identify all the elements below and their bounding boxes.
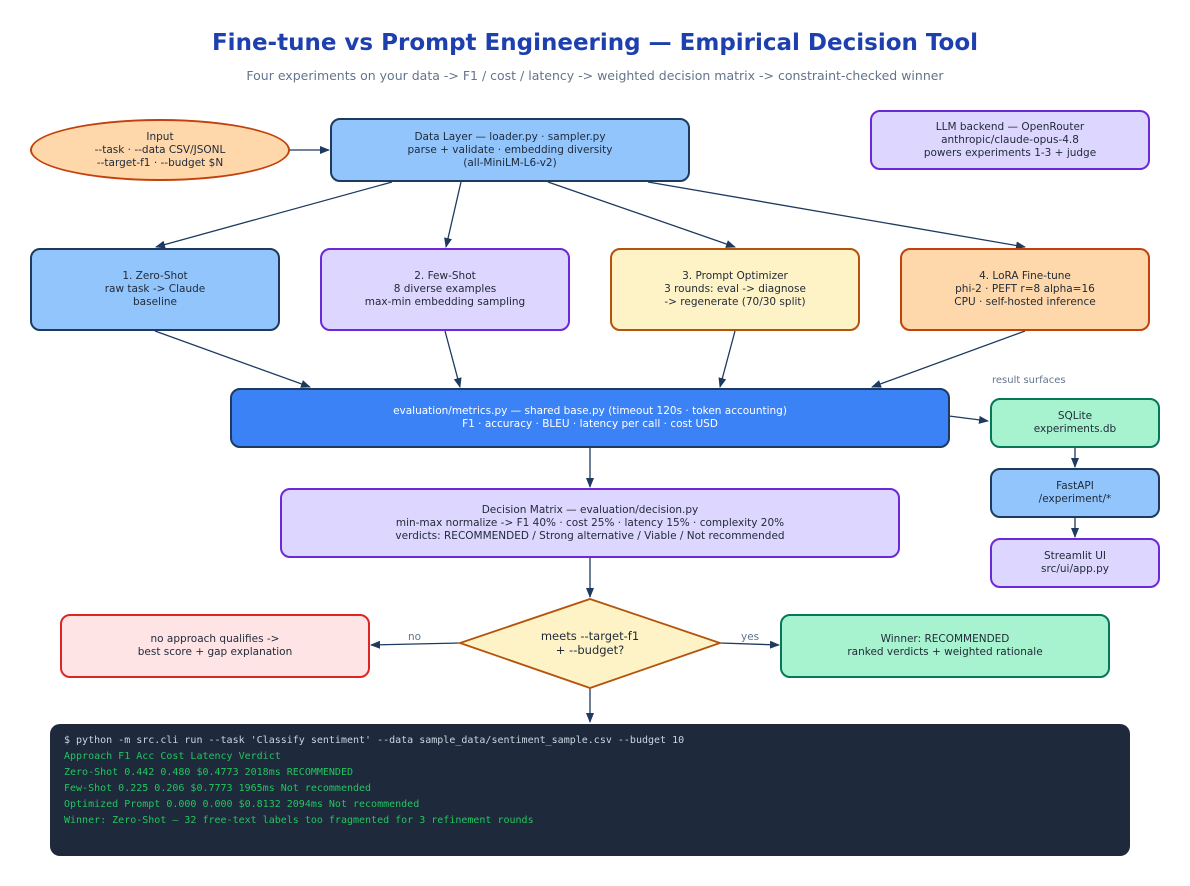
edge-data-to-few-shot	[444, 181, 462, 248]
terminal-line: Zero-Shot 0.442 0.480 $0.4773 2018ms REC…	[64, 767, 353, 778]
data-layer-node: Data Layer — loader.py · sampler.py pars…	[330, 118, 690, 182]
llm-backend-node: LLM backend — OpenRouter anthropic/claud…	[870, 110, 1150, 170]
zero-shot-node: 1. Zero-Shot raw task -> Claude baseline	[30, 248, 280, 331]
page-subtitle: Four experiments on your data -> F1 / co…	[246, 68, 944, 83]
decision-matrix-node: Decision Matrix — evaluation/decision.py…	[280, 488, 900, 558]
yes-label: yes	[741, 631, 760, 643]
few-shot-node: 2. Few-Shot 8 diverse examples max-min e…	[320, 248, 570, 331]
edge-gate-no	[370, 640, 461, 649]
edge-metrics-to-sqlite	[948, 415, 989, 424]
lora-node: 4. LoRA Fine-tune phi-2 · PEFT r=8 alpha…	[900, 248, 1150, 331]
edge-lora-to-metrics	[871, 330, 1026, 388]
page-title: Fine-tune vs Prompt Engineering — Empiri…	[211, 30, 979, 56]
edge-gate-yes	[719, 640, 780, 649]
edge-data-to-zero-shot	[155, 181, 393, 249]
streamlit-node: Streamlit UI src/ui/app.py	[990, 538, 1160, 588]
sqlite-node: SQLite experiments.db	[990, 398, 1160, 448]
fastapi-node: FastAPI /experiment/*	[990, 468, 1160, 518]
terminal-output: $ python -m src.cli run --task 'Classify…	[50, 724, 1130, 856]
no-label: no	[408, 631, 422, 643]
winner-node: Winner: RECOMMENDED ranked verdicts + we…	[780, 614, 1110, 678]
edge-optimizer-to-metrics	[718, 330, 736, 388]
terminal-line: Few-Shot 0.225 0.206 $0.7773 1965ms Not …	[64, 783, 372, 794]
terminal-line: Approach F1 Acc Cost Latency Verdict	[64, 751, 281, 762]
edge-data-to-lora	[647, 181, 1026, 250]
edge-zero-shot-to-metrics	[154, 330, 311, 388]
result-surfaces-label: result surfaces	[992, 375, 1066, 386]
edge-data-to-optimizer	[547, 181, 736, 248]
terminal-command: $ python -m src.cli run --task 'Classify…	[64, 735, 685, 746]
prompt-optimizer-node: 3. Prompt Optimizer 3 rounds: eval -> di…	[610, 248, 860, 331]
metrics-node: evaluation/metrics.py — shared base.py (…	[230, 388, 950, 448]
gate-label: meets --target-f1 + --budget?	[540, 629, 640, 657]
input-node: Input --task · --data CSV/JSONL --target…	[30, 119, 290, 181]
edge-few-shot-to-metrics	[444, 330, 462, 388]
gate-diamond	[457, 598, 723, 689]
no-qualify-node: no approach qualifies -> best score + ga…	[60, 614, 370, 678]
terminal-winner-line: Winner: Zero-Shot — 32 free-text labels …	[64, 815, 534, 826]
terminal-line: Optimized Prompt 0.000 0.000 $0.8132 209…	[64, 799, 420, 810]
